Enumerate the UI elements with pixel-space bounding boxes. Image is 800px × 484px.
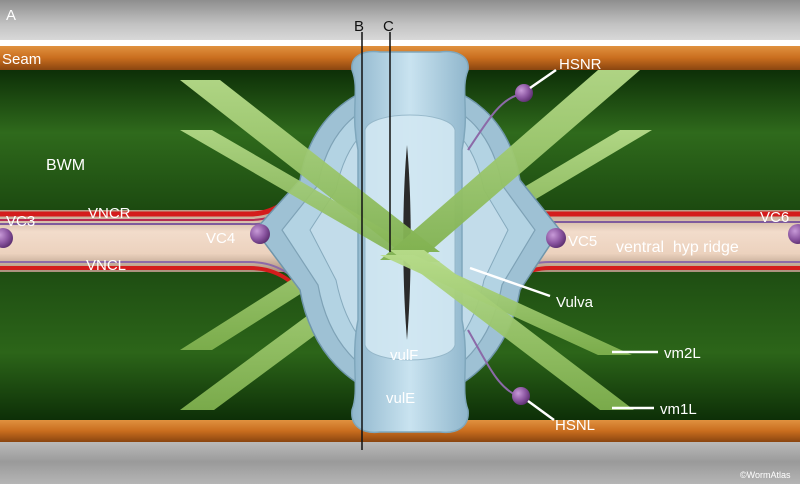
bwm-label: BWM xyxy=(46,157,85,174)
section-c-label: C xyxy=(383,18,394,35)
upper-background xyxy=(0,0,800,40)
ventral-hyp-ridge-label: ventral hyp ridge xyxy=(616,239,739,256)
section-b-label: B xyxy=(354,18,364,35)
hsnl-leader xyxy=(527,399,555,422)
vm-strand-upper-right-2 xyxy=(380,70,640,260)
hsnl-label: HSNL xyxy=(555,417,595,434)
vc3-cell xyxy=(0,228,13,248)
credit-label: ©WormAtlas xyxy=(740,470,791,480)
vc4-label: VC4 xyxy=(206,230,235,247)
hsnr-cell xyxy=(515,84,533,102)
panel-label: A xyxy=(6,7,16,24)
vc3-label: VC3 xyxy=(6,213,35,230)
vulva-label: Vulva xyxy=(556,294,594,311)
vm2l-label: vm2L xyxy=(664,345,701,362)
vulva-leader xyxy=(469,266,551,298)
hsnl-axon xyxy=(467,329,519,397)
hsnr-label: HSNR xyxy=(559,56,602,73)
vc6-cell xyxy=(788,224,800,244)
vm1l-label: vm1L xyxy=(660,401,697,418)
vc5-cell xyxy=(546,228,566,248)
vm-strand-upper-left xyxy=(180,80,440,252)
vc6-label: VC6 xyxy=(760,209,789,226)
vncl-label: VNCL xyxy=(86,257,126,274)
vule-label: vulE xyxy=(386,390,415,407)
hsnl-cell xyxy=(512,387,530,405)
vm-strand-upper-left-2 xyxy=(180,130,440,262)
seam-label: Seam xyxy=(2,51,41,68)
vc4-cell xyxy=(250,224,270,244)
vncr-label: VNCR xyxy=(88,205,131,222)
hsnr-leader xyxy=(529,68,557,90)
lower-background xyxy=(0,440,800,484)
vulval-muscles-front xyxy=(180,70,640,410)
vm-strand-vm1l xyxy=(390,250,634,410)
vulf-label: vulF xyxy=(390,347,418,364)
vc5-label: VC5 xyxy=(568,233,597,250)
hsnr-axon xyxy=(467,94,519,151)
